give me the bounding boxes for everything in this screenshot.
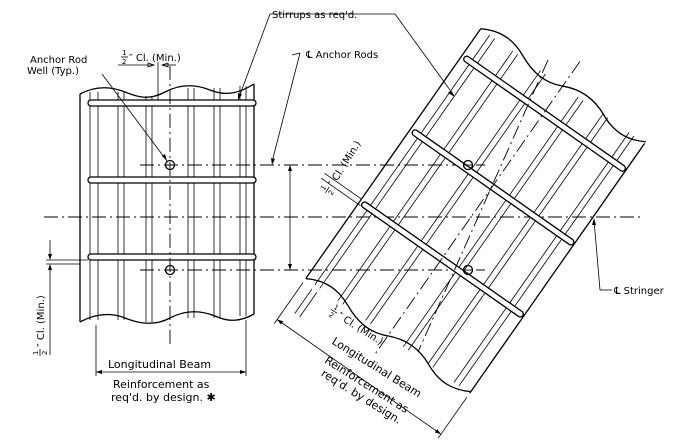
svg-text:1: 1: [122, 49, 126, 57]
svg-text:2: 2: [327, 189, 336, 197]
svg-text:″ Cl. (Min.): ″ Cl. (Min.): [129, 53, 181, 64]
left-stirrups: [87, 99, 257, 261]
top-clearance-label: 1 2 ″ Cl. (Min.): [121, 49, 181, 66]
diag-beam-labels: Longitudinal Beam Reinforcement as req'd…: [319, 335, 424, 427]
left-beam-label-line1: Longitudinal Beam: [108, 358, 211, 371]
left-bottom-break-line: [79, 311, 255, 324]
anchor-rod-well-right-lower: [462, 264, 474, 276]
stirrups-label: Stirrups as req'd.: [272, 10, 357, 21]
svg-text:″ Cl. (Min.): ″ Cl. (Min.): [327, 139, 364, 189]
right-beam-view: [273, 28, 646, 439]
left-beam-label-line3: req'd. by design. ✱: [111, 391, 216, 404]
left-longitudinal-bars: [89, 86, 247, 322]
svg-text:1: 1: [319, 184, 328, 192]
svg-text:1: 1: [332, 303, 340, 312]
right-longitudinal-bars: [314, 34, 635, 387]
left-beam-label-line2: Reinforcement as: [113, 378, 210, 391]
svg-text:2: 2: [41, 351, 49, 355]
svg-text:2: 2: [327, 311, 335, 320]
stringer-label: ℄ Stringer: [613, 286, 665, 297]
anchor-rod-well-label-line2: Well (Typ.): [27, 66, 79, 77]
left-beam-view: [46, 62, 257, 376]
svg-text:″ Cl. (Min.): ″ Cl. (Min.): [36, 295, 47, 347]
diag-top-clearance-label: 1 2 ″ Cl. (Min.): [319, 139, 364, 197]
svg-text:2: 2: [122, 58, 126, 66]
side-clearance-label: 1 2 ″ Cl. (Min.): [32, 295, 49, 356]
leaders: [101, 13, 612, 291]
anchor-rods-label: ℄ Anchor Rods: [305, 50, 378, 61]
anchor-rod-well-right-upper: [462, 159, 474, 171]
anchor-rod-well-label-line1: Anchor Rod: [30, 55, 87, 66]
right-stirrups: [361, 55, 627, 318]
left-top-break-line: [79, 83, 255, 98]
svg-text:1: 1: [32, 351, 40, 355]
